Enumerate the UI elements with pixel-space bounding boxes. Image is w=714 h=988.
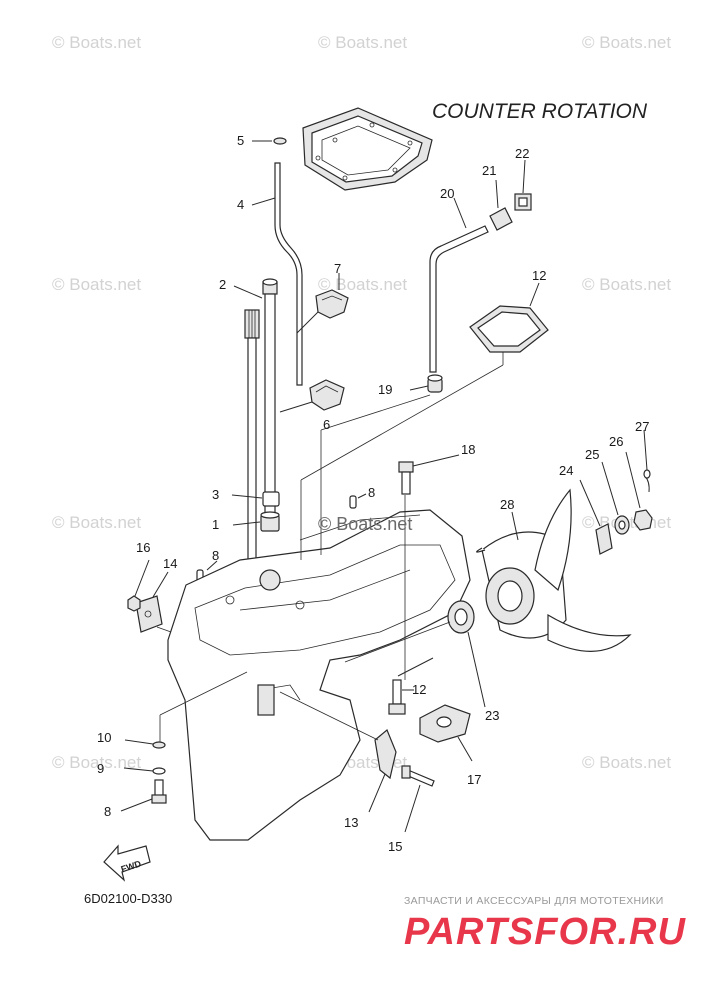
shift-rod <box>244 309 260 569</box>
part-6-clip <box>309 379 345 411</box>
part-20-grommet <box>427 374 443 393</box>
callout-16: 15 <box>388 839 402 854</box>
part-17-nut <box>127 595 141 612</box>
part-12-bolt <box>388 679 406 715</box>
callout-21: 20 <box>440 186 454 201</box>
part-14-trim-tab <box>374 729 397 780</box>
part-1-seal <box>260 511 280 532</box>
watermark: © Boats.net <box>52 33 141 52</box>
watermark: © Boats.net <box>318 33 407 52</box>
watermark: © Boats.net <box>318 275 407 294</box>
callout-11: 10 <box>97 730 111 745</box>
callout-8b: 8 <box>212 548 219 563</box>
part-15-bracket <box>135 595 163 633</box>
callout-15: 14 <box>163 556 177 571</box>
part-4-water-tube <box>274 162 303 386</box>
watermark-center: © Boats.net <box>318 514 412 534</box>
part-24-thrust-washer <box>447 600 475 634</box>
part-9-bolt <box>151 779 167 804</box>
callout-3: 3 <box>212 487 219 502</box>
part-19-bolt <box>398 461 414 495</box>
watermark: © Boats.net <box>52 753 141 772</box>
part-11-washer <box>152 741 166 749</box>
callout-27: 26 <box>609 434 623 449</box>
watermark: © Boats.net <box>52 513 141 532</box>
part-7-clip <box>315 289 349 319</box>
part-28-cotter-pin <box>643 469 651 493</box>
part-3-bushing <box>262 491 280 507</box>
callout-29: 28 <box>500 497 514 512</box>
callout-17: 16 <box>136 540 150 555</box>
part-13-gasket <box>469 305 549 353</box>
lower-unit-housing <box>167 509 471 841</box>
callout-12: 12 <box>412 682 426 697</box>
part-8-pin <box>349 495 357 509</box>
diagram-code: 6D02100-D330 <box>84 891 172 906</box>
callout-10: 9 <box>97 761 104 776</box>
callout-18: 17 <box>467 772 481 787</box>
part-2-drive-shaft <box>262 278 278 515</box>
part-22-sleeve <box>489 207 513 231</box>
part-25-spacer <box>595 523 613 555</box>
callout-19: 18 <box>461 442 475 457</box>
callout-9: 8 <box>104 804 111 819</box>
top-plate <box>302 107 433 191</box>
footer-tagline: ЗАПЧАСТИ И АКСЕССУАРЫ ДЛЯ МОТОТЕХНИКИ <box>404 895 664 907</box>
callout-4: 4 <box>237 197 244 212</box>
callout-5: 5 <box>237 133 244 148</box>
part-21-tube <box>429 225 489 373</box>
part-16-bolt <box>401 765 435 787</box>
callout-28: 27 <box>635 419 649 434</box>
callout-2: 2 <box>219 277 226 292</box>
diagram-heading: COUNTER ROTATION <box>432 100 648 123</box>
part-5-grommet <box>273 137 287 145</box>
part-26-washer <box>614 515 630 535</box>
callout-20: 19 <box>378 382 392 397</box>
callout-6: 6 <box>323 417 330 432</box>
callout-24: 23 <box>485 708 499 723</box>
part-10-lock-washer <box>152 767 166 775</box>
callout-1: 1 <box>212 517 219 532</box>
callouts: 5 4 2 7 6 3 1 8 8 16 14 10 9 8 12 17 13 … <box>97 133 649 854</box>
part-29-propeller <box>476 488 632 652</box>
callout-14: 13 <box>344 815 358 830</box>
watermark: © Boats.net <box>582 275 671 294</box>
callout-13: 12 <box>532 268 546 283</box>
watermark: © Boats.net <box>52 275 141 294</box>
part-23-nut <box>514 193 532 211</box>
callout-23: 22 <box>515 146 529 161</box>
part-27-nut <box>633 509 653 531</box>
callout-26: 25 <box>585 447 599 462</box>
watermark: © Boats.net <box>582 33 671 52</box>
watermark: © Boats.net <box>582 753 671 772</box>
fwd-arrow-icon: FWD <box>103 844 151 882</box>
callout-25: 24 <box>559 463 573 478</box>
footer-logo: PARTSFOR.RU <box>404 911 686 953</box>
leader-lines <box>120 140 648 833</box>
callout-22: 21 <box>482 163 496 178</box>
callout-7: 7 <box>334 261 341 276</box>
callout-8: 8 <box>368 485 375 500</box>
part-18-anode <box>419 704 471 743</box>
